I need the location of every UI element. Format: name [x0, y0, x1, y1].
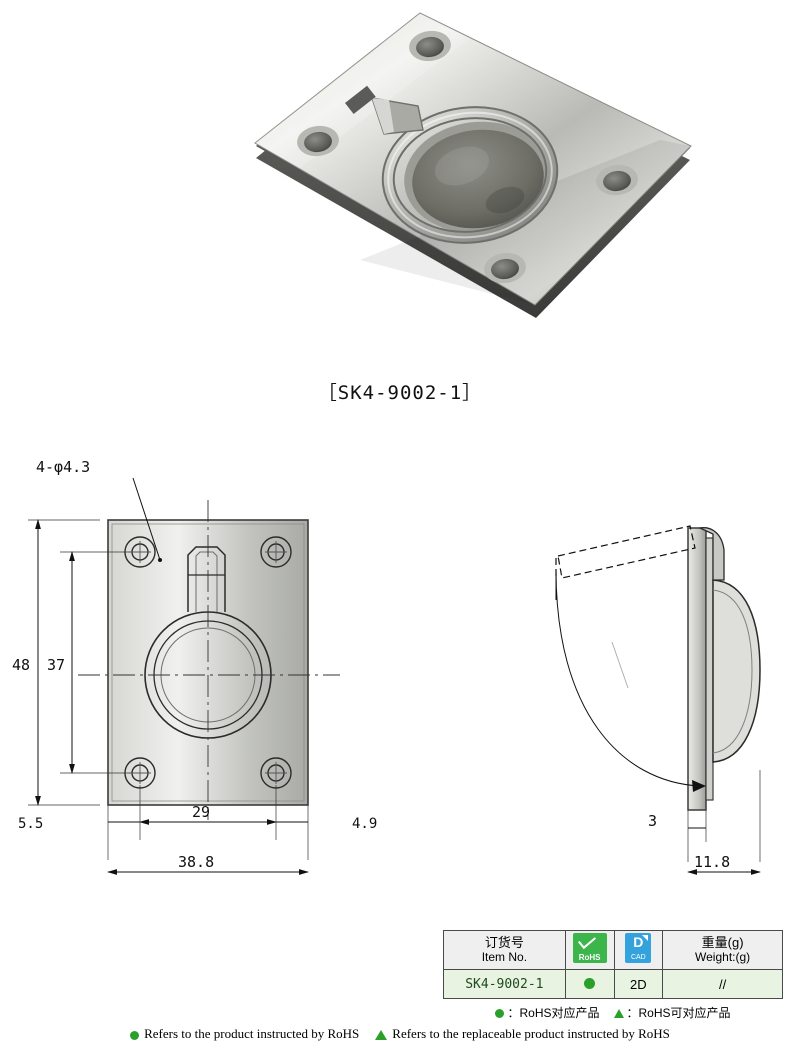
- legend-triangle-icon-en: [375, 1030, 388, 1041]
- header-item-no: 订货号 Item No.: [443, 930, 566, 970]
- dim-48: 48: [12, 656, 30, 674]
- dim-4-9: 4.9: [352, 816, 377, 832]
- legend-chinese: ：RoHS对应产品 ：RoHS可对应产品: [443, 1004, 783, 1021]
- header-weight-en: Weight:(g): [695, 949, 751, 964]
- table-header-row: 订货号 Item No. RoHS D CAD: [443, 930, 783, 970]
- dim-29: 29: [192, 803, 210, 821]
- spec-table: 订货号 Item No. RoHS D CAD: [443, 930, 783, 999]
- cell-cad: 2D: [613, 969, 664, 999]
- dim-11-8: 11.8: [694, 853, 730, 871]
- legend-en-tri-text: Refers to the replaceable product instru…: [392, 1026, 670, 1041]
- front-view: 4-φ4.3 48 37 5.5: [12, 458, 377, 875]
- side-view: 3 11.8: [555, 525, 761, 875]
- legend-dot-icon: [495, 1009, 505, 1019]
- cell-weight: //: [662, 969, 783, 999]
- legend-dot-icon-en: [130, 1030, 140, 1040]
- cell-item-no: SK4-9002-1: [443, 969, 566, 999]
- dim-hole-callout: 4-φ4.3: [36, 458, 90, 476]
- cad-icon-top: D: [633, 934, 644, 951]
- header-rohs: RoHS: [564, 930, 615, 970]
- part-label: ［SK4-9002-1］: [317, 382, 483, 404]
- header-weight-cn: 重量(g): [701, 934, 744, 950]
- cell-rohs: [564, 969, 615, 999]
- header-item-no-cn: 订货号: [484, 934, 524, 950]
- legend-triangle-icon: [613, 1009, 624, 1019]
- dim-5-5: 5.5: [18, 816, 43, 832]
- rohs-status-dot: [584, 977, 596, 989]
- header-cad: D CAD: [613, 930, 664, 970]
- rohs-icon: RoHS: [572, 931, 607, 964]
- legend-english: Refers to the product instructed by RoHS…: [0, 1026, 800, 1042]
- cad-icon: D CAD: [625, 933, 652, 964]
- cad-icon-bottom: CAD: [630, 954, 646, 962]
- table-row: SK4-9002-1 2D //: [443, 969, 783, 999]
- dim-38-8: 38.8: [178, 853, 214, 871]
- dim-37: 37: [47, 656, 65, 674]
- header-weight: 重量(g) Weight:(g): [662, 930, 783, 970]
- legend-cn-dot-text: ：RoHS对应产品: [507, 1006, 600, 1020]
- legend-en-dot-text: Refers to the product instructed by RoHS: [144, 1026, 360, 1041]
- header-item-no-en: Item No.: [481, 949, 528, 964]
- legend-cn-tri-text: ：RoHS可对应产品: [626, 1006, 731, 1020]
- rohs-icon-label: RoHS: [578, 953, 601, 963]
- dim-3: 3: [648, 812, 657, 830]
- product-photo: [0, 0, 800, 355]
- technical-drawing: 4-φ4.3 48 37 5.5: [0, 430, 800, 920]
